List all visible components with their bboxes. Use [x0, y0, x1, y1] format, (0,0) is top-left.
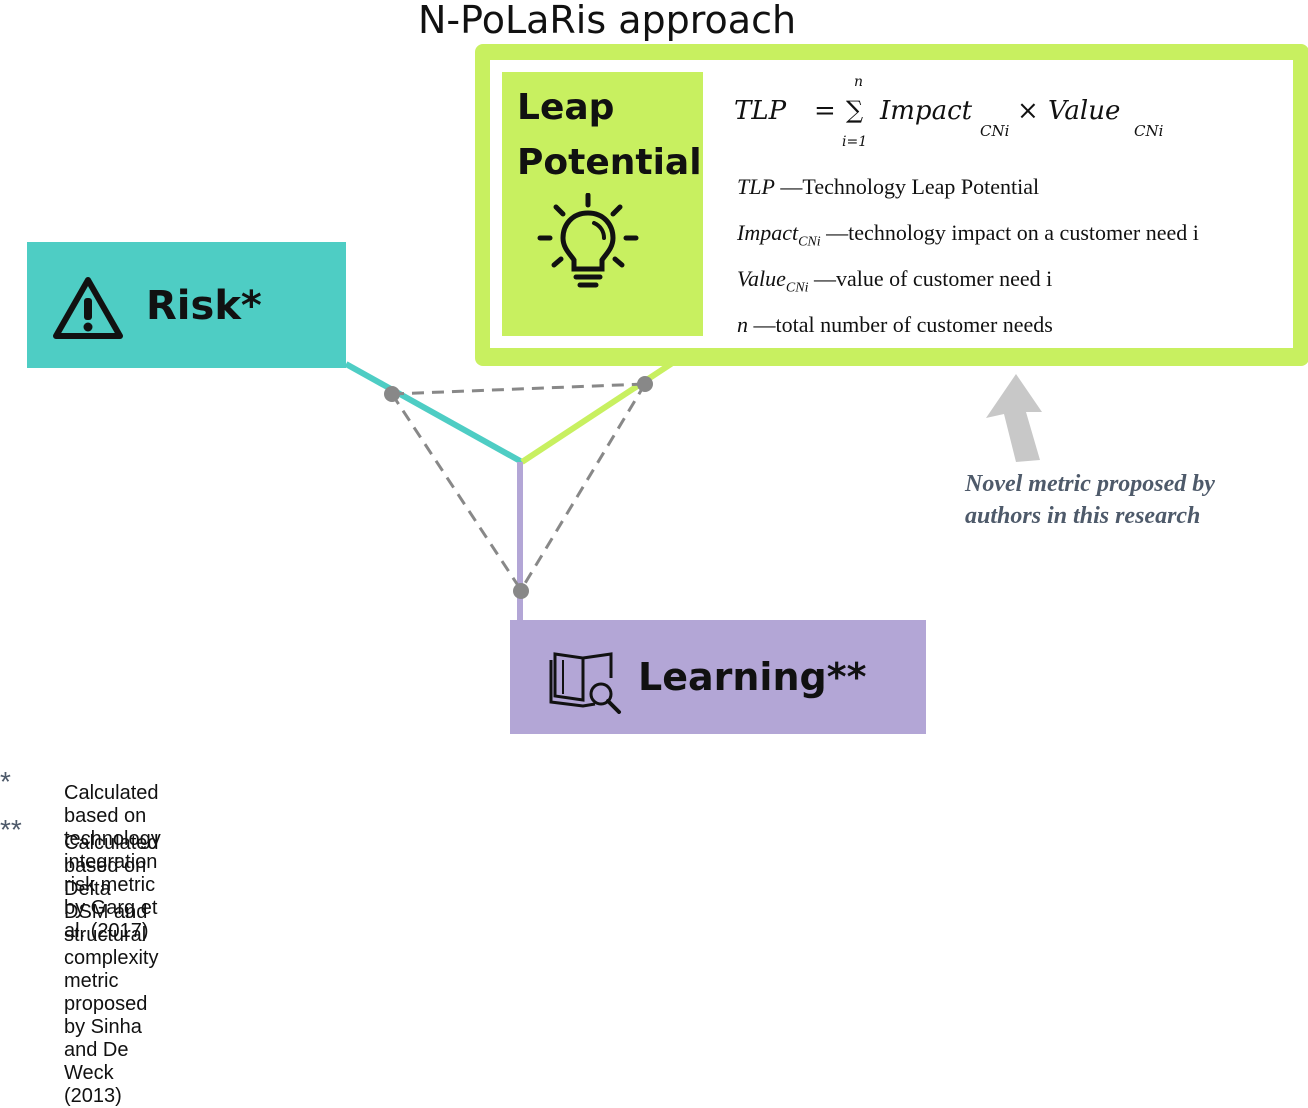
node-learning: [513, 583, 529, 599]
definition-item: n —total number of customer needs: [737, 312, 1199, 358]
dashed-top: [391, 382, 646, 396]
formula-term-impact-sub: CNi: [980, 122, 1010, 140]
definition-item: ImpactCNi —technology impact on a custom…: [737, 220, 1199, 266]
novel-metric-note: Novel metric proposed by authors in this…: [965, 468, 1275, 532]
definition-text: —value of customer need i: [808, 266, 1053, 291]
footnote-text: Calculated based on Delta DSM and struct…: [64, 832, 159, 1107]
formula-definitions: TLP —Technology Leap Potential ImpactCNi…: [737, 174, 1199, 358]
connector-lines: [344, 355, 682, 622]
formula-sigma: ∑: [846, 96, 864, 124]
definition-subscript: CNi: [798, 234, 821, 250]
risk-connector: [344, 361, 524, 465]
novel-note-line2: authors in this research: [965, 503, 1201, 529]
learning-box: [510, 620, 926, 734]
definition-text: —technology impact on a customer need i: [820, 220, 1199, 245]
lightbulb-icon: [537, 193, 639, 288]
definition-symbol: n: [737, 312, 748, 337]
leap-label-line1: Leap: [517, 87, 615, 128]
definition-text: —total number of customer needs: [748, 312, 1053, 337]
footnote-mark: *: [0, 766, 11, 797]
formula-term-value-sub: CNi: [1134, 122, 1164, 140]
learning-label: Learning**: [638, 655, 867, 699]
definition-symbol: TLP: [737, 174, 775, 199]
formula-term-value: Value: [1048, 96, 1121, 126]
risk-label: Risk*: [146, 283, 262, 329]
tlp-formula: TLP = n ∑ i=1 Impact CNi × Value CNi: [734, 74, 1194, 156]
book-magnifier-icon: [549, 652, 621, 714]
formula-term-impact: Impact: [880, 96, 973, 126]
formula-upper-limit: n: [854, 74, 864, 90]
leap-label-line2: Potential: [517, 142, 702, 183]
definition-text: —Technology Leap Potential: [774, 174, 1040, 199]
node-risk: [384, 386, 400, 402]
definition-item: TLP —Technology Leap Potential: [737, 174, 1199, 220]
leap-potential-tile: [502, 72, 703, 336]
formula-times: ×: [1017, 96, 1039, 126]
formula-equals: =: [814, 96, 836, 126]
node-leap: [637, 376, 653, 392]
footnote-mark: **: [0, 814, 22, 845]
diagram-title: N-PoLaRis approach: [418, 0, 797, 42]
dashed-right: [519, 383, 647, 591]
risk-box: [27, 242, 346, 368]
definition-symbol: Value: [737, 266, 786, 291]
warning-triangle-icon: [53, 277, 123, 339]
leap-connector: [520, 355, 682, 465]
definition-item: ValueCNi —value of customer need i: [737, 266, 1199, 312]
formula-lower-limit: i=1: [842, 134, 868, 150]
definition-subscript: CNi: [785, 280, 809, 296]
definition-symbol: Impact: [737, 220, 799, 245]
novel-note-line1: Novel metric proposed by: [965, 471, 1215, 497]
leap-potential-label: Leap Potential: [517, 80, 702, 190]
up-arrow-icon: [986, 374, 1042, 462]
formula-lhs: TLP: [734, 96, 787, 126]
